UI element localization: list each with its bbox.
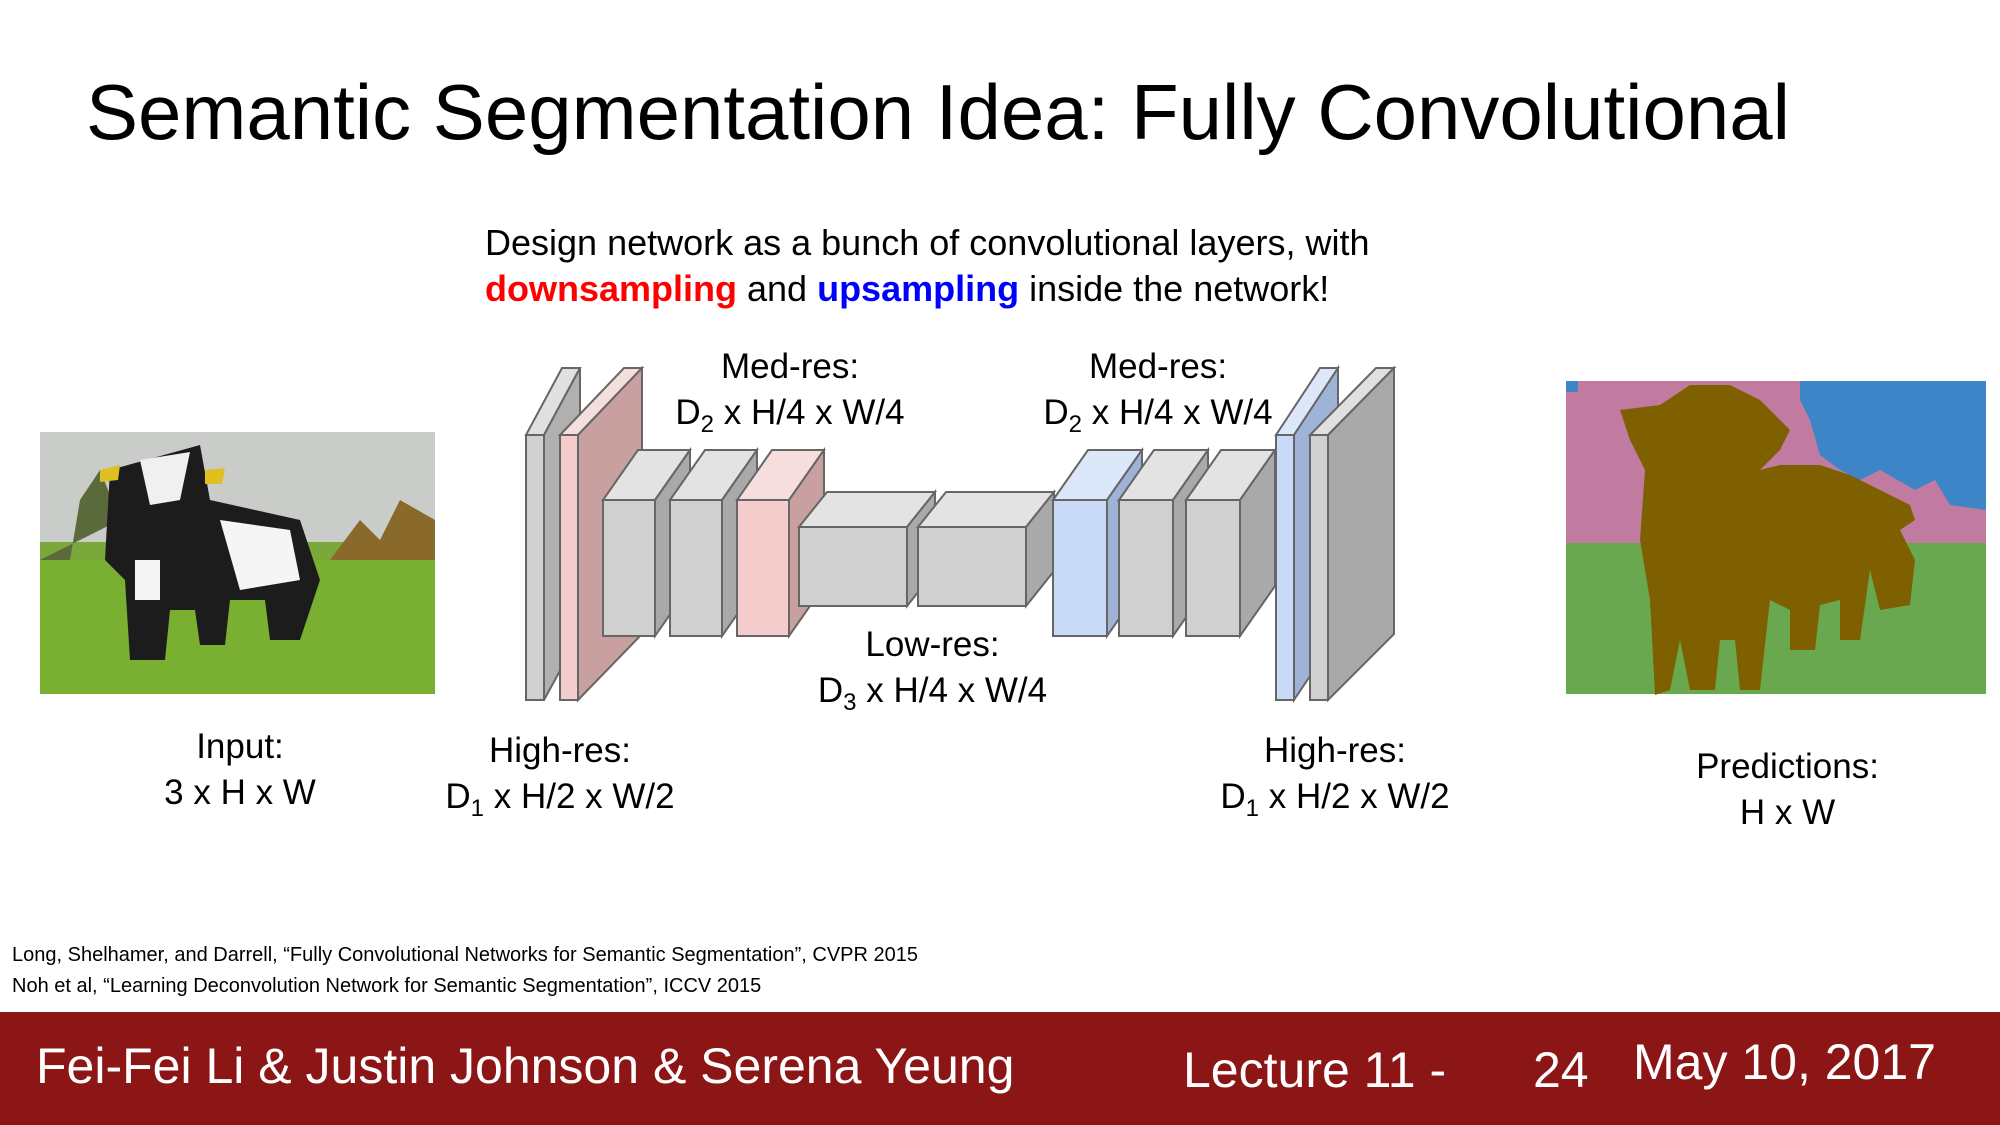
subtitle-tail: inside the network! — [1019, 268, 1330, 309]
reference-2: Noh et al, “Learning Deconvolution Netwo… — [12, 975, 762, 997]
lowres-sub: 3 — [843, 689, 857, 716]
medres-right-title: Med-res: — [1088, 347, 1228, 386]
downsampling-word: downsampling — [485, 268, 737, 309]
conv-layer-highres-right — [1307, 365, 1397, 703]
highres-right-sub: 1 — [1245, 795, 1260, 822]
predictions-label: Predictions: H x W — [1655, 744, 1920, 836]
highres-left-sym: D — [445, 777, 471, 816]
highres-right-label: High-res: D1 x H/2 x W/2 — [1190, 728, 1480, 832]
footer-authors: Fei-Fei Li & Justin Johnson & Serena Yeu… — [36, 1038, 1015, 1094]
references: Long, Shelhamer, and Darrell, “Fully Con… — [12, 940, 918, 1002]
medres-right-label: Med-res: D2 x H/4 x W/4 — [1018, 344, 1298, 448]
subtitle-line2: downsampling and upsampling inside the n… — [485, 266, 1369, 312]
medres-left-label: Med-res: D2 x H/4 x W/4 — [650, 344, 930, 448]
medres-left-dims-text: x H/4 x W/4 — [714, 393, 905, 432]
highres-left-dims-text: x H/2 x W/2 — [484, 777, 675, 816]
prediction-segmentation-image — [1566, 381, 1986, 695]
highres-left-sub: 1 — [470, 795, 485, 822]
highres-left-label: High-res: D1 x H/2 x W/2 — [415, 728, 705, 832]
predictions-dims: H x W — [1739, 793, 1836, 832]
lowres-sym: D — [817, 671, 844, 710]
predictions-title: Predictions: — [1696, 747, 1879, 786]
lowres-dims-text: x H/4 x W/4 — [856, 671, 1048, 710]
input-cow-image — [40, 432, 435, 694]
footer-date: May 10, 2017 — [1633, 1034, 1936, 1090]
medres-right-dims-text: x H/4 x W/4 — [1082, 393, 1273, 432]
footer-lecture: Lecture 11 - — [1183, 1042, 1447, 1098]
medres-left-sym: D — [675, 393, 701, 432]
medres-right-dims: D2 x H/4 x W/4 — [1018, 390, 1298, 448]
highres-left-title: High-res: — [489, 731, 631, 770]
conv-layer-medres-right-2 — [1184, 446, 1277, 640]
medres-left-title: Med-res: — [720, 347, 860, 386]
lowres-title: Low-res: — [865, 625, 1000, 664]
input-label: Input: 3 x H x W — [130, 724, 350, 816]
footer-page-number: 24 — [1533, 1042, 1589, 1098]
lowres-dims: D3 x H/4 x W/4 — [795, 668, 1070, 726]
input-label-title: Input: — [196, 727, 284, 766]
highres-right-title: High-res: — [1264, 731, 1406, 770]
conv-layer-medres-left-1 — [601, 446, 692, 640]
medres-right-sub: 2 — [1068, 411, 1083, 438]
highres-left-dims: D1 x H/2 x W/2 — [415, 774, 705, 832]
medres-left-dims: D2 x H/4 x W/4 — [650, 390, 930, 448]
slide-subtitle: Design network as a bunch of convolution… — [485, 220, 1369, 312]
reference-1: Long, Shelhamer, and Darrell, “Fully Con… — [12, 944, 918, 966]
slide-title: Semantic Segmentation Idea: Fully Convol… — [86, 68, 1790, 156]
medres-right-sym: D — [1043, 393, 1069, 432]
conv-layer-lowres-2 — [915, 489, 1057, 609]
footer-bar: Fei-Fei Li & Justin Johnson & Serena Yeu… — [0, 1012, 2000, 1125]
upsampling-word: upsampling — [817, 268, 1020, 309]
input-label-dims: 3 x H x W — [164, 773, 316, 812]
medres-left-sub: 2 — [700, 411, 715, 438]
highres-right-dims: D1 x H/2 x W/2 — [1190, 774, 1480, 832]
highres-right-sym: D — [1220, 777, 1246, 816]
conv-layer-lowres-1 — [796, 489, 938, 609]
subtitle-line1: Design network as a bunch of convolution… — [485, 222, 1370, 263]
highres-right-dims-text: x H/2 x W/2 — [1259, 777, 1450, 816]
lowres-label: Low-res: D3 x H/4 x W/4 — [795, 622, 1070, 726]
and-word: and — [737, 268, 818, 309]
